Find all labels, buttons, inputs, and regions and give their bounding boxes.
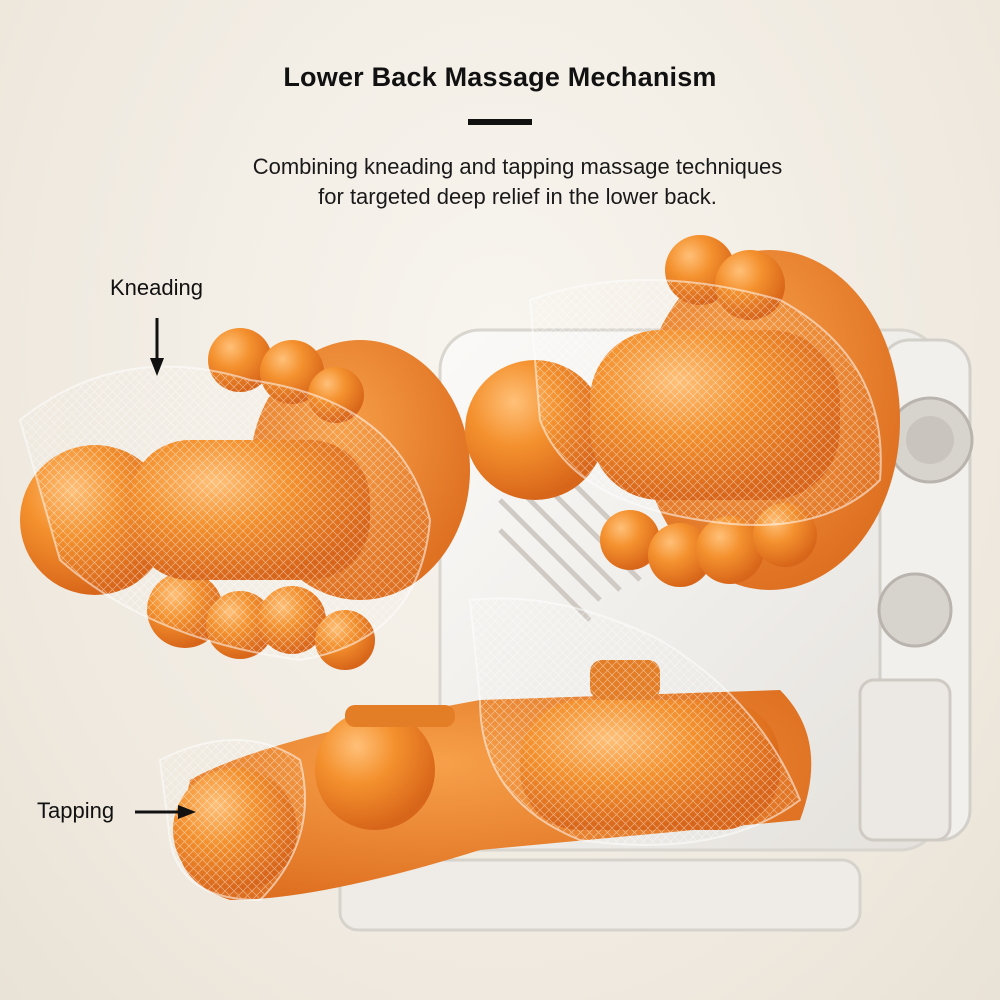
kneading-arrow: [150, 318, 164, 376]
page-title: Lower Back Massage Mechanism: [283, 62, 717, 92]
wireframe-hand-overlays: [18, 279, 882, 902]
tapping-arrow: [135, 805, 196, 819]
subtitle-line-2: for targeted deep relief in the lower ba…: [318, 184, 717, 209]
subtitle-line-1: Combining kneading and tapping massage t…: [252, 154, 783, 179]
kneading-label: Kneading: [110, 275, 203, 300]
tapping-label: Tapping: [37, 798, 115, 823]
page-subtitle: Combining kneading and tapping massage t…: [120, 152, 915, 212]
gear-icon: [877, 396, 974, 648]
title-underline: [468, 119, 532, 125]
